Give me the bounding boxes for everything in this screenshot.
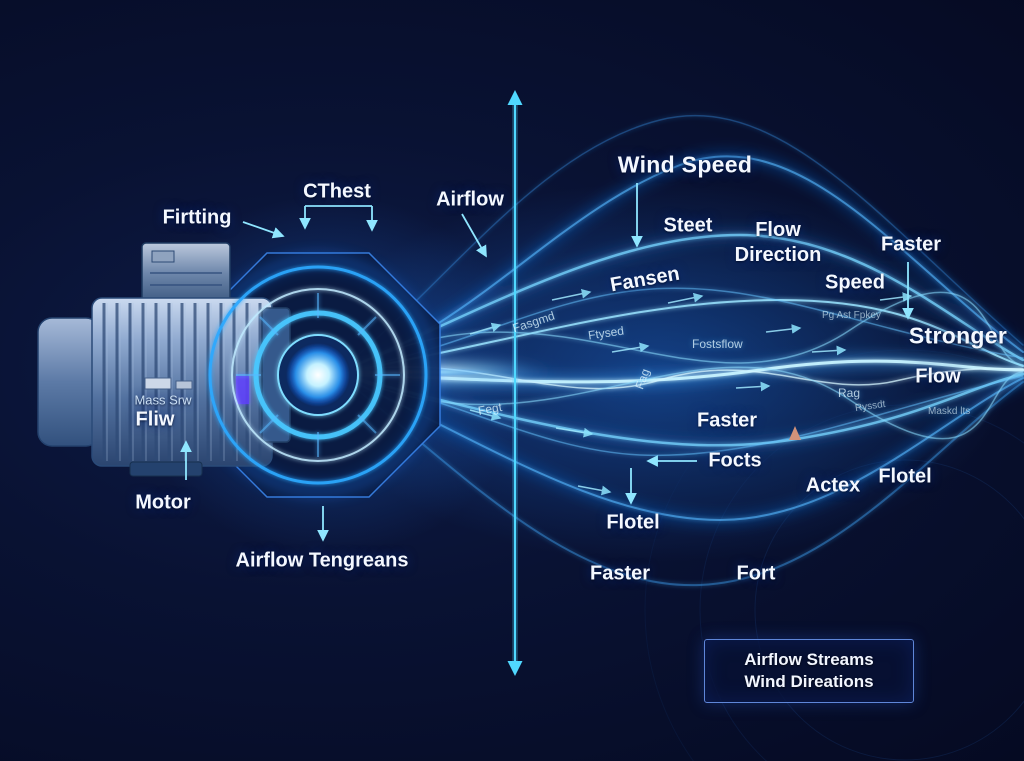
stream-tag-fostsflow: Fostsflow (692, 337, 743, 351)
callout-arrows (180, 183, 914, 542)
stream-lines (343, 114, 1024, 587)
label-focts: Focts (708, 449, 762, 472)
label-speed: Speed (824, 271, 886, 294)
label-flow-direction-line2: Direction (734, 244, 822, 266)
fan-rings (208, 265, 428, 485)
label-flotel-right: Flotel (878, 465, 932, 488)
label-actex: Actex (805, 474, 861, 497)
label-firtting: Firtting (162, 206, 232, 229)
flow-arrows (469, 288, 913, 496)
label-fort: Fort (736, 562, 776, 585)
label-faster-top: Faster (880, 233, 942, 256)
label-faster-mid: Faster (696, 409, 758, 432)
motor-foot (129, 461, 203, 477)
legend-line1: Airflow Streams (744, 650, 874, 669)
label-stronger: Stronger (908, 322, 1008, 349)
label-fliw: Fliw (135, 408, 175, 431)
label-airflow-tengreans: Airflow Tengreans (235, 549, 409, 572)
label-cthest: CThest (303, 180, 371, 203)
label-flow-direction: Flow Direction (735, 218, 822, 268)
accent-light (236, 376, 249, 404)
label-faster-bottom: Faster (589, 562, 651, 585)
label-motor: Motor (135, 491, 191, 514)
label-steet: Steet (663, 214, 713, 237)
label-airflow: Airflow (436, 188, 504, 211)
motor-body (37, 242, 291, 477)
axis-arrow-down (507, 661, 523, 676)
legend-box: Airflow Streams Wind Direations (704, 639, 914, 703)
label-mass-srw: Mass Srw (134, 392, 192, 408)
label-flotel-mid: Flotel (606, 511, 660, 534)
stream-tag-rag: Rag (838, 386, 861, 400)
latch-detail (144, 377, 172, 390)
label-wind-speed: Wind Speed (617, 151, 753, 178)
axis-arrow-up (507, 90, 523, 105)
stream-tag-maskd: Maskd lts (928, 406, 971, 417)
legend-line2: Wind Direations (744, 672, 874, 691)
fort-connector (789, 426, 801, 640)
label-flow-direction-line1: Flow (755, 219, 801, 241)
stream-tag-pg-ast: Pg Ast Fpkey (822, 310, 881, 321)
label-flow-right: Flow (915, 365, 961, 388)
axis-line (507, 90, 523, 676)
motor-end-cap (37, 317, 101, 447)
